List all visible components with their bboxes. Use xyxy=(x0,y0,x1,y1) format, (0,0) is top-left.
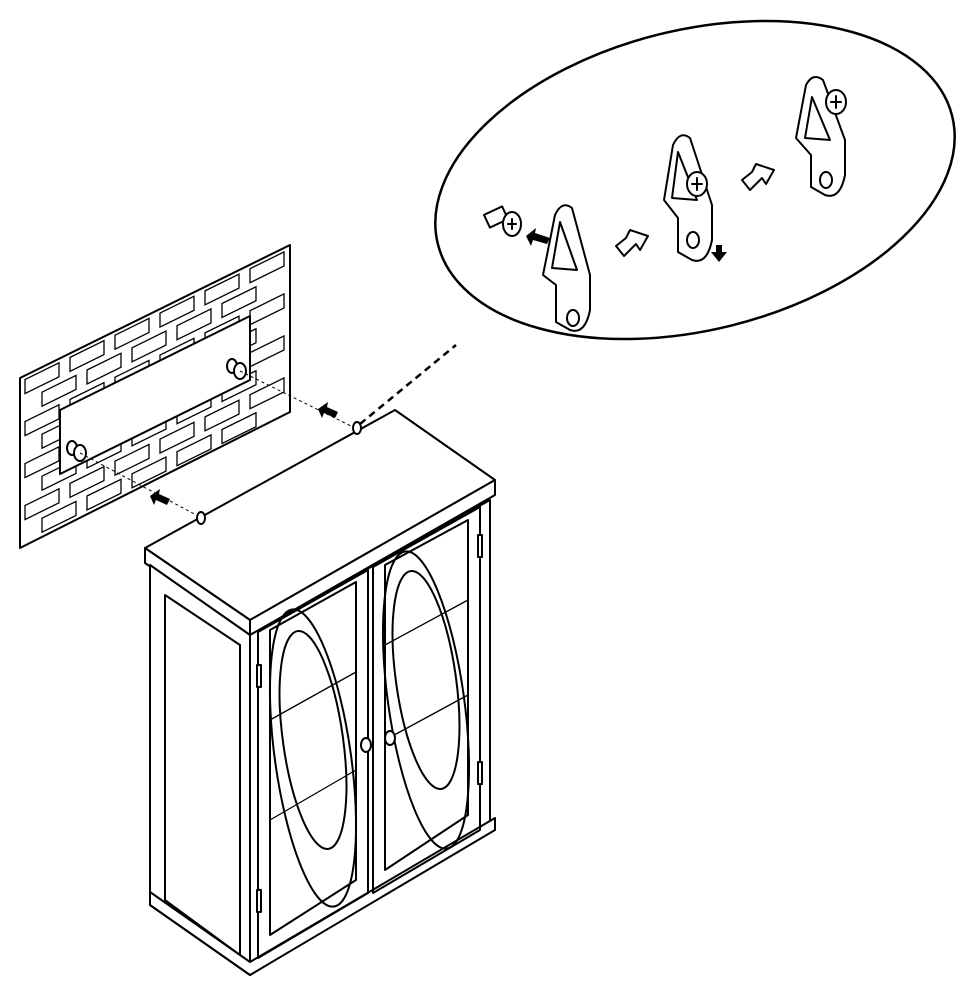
brick xyxy=(24,361,60,395)
cabinet-door-right xyxy=(372,506,481,894)
cabinet xyxy=(144,409,496,976)
brick xyxy=(249,250,285,284)
brick xyxy=(204,273,240,306)
door-glass-pattern xyxy=(268,550,471,908)
brick xyxy=(159,295,195,329)
hanger-bracket xyxy=(196,511,206,525)
wall-panel xyxy=(59,315,251,475)
wall-screw-right xyxy=(226,358,247,380)
push-arrow-icon xyxy=(150,402,338,505)
callout-leader xyxy=(359,344,457,425)
hollow-step-arrow-icon xyxy=(741,163,775,191)
brick xyxy=(114,443,150,477)
hanger-bracket xyxy=(352,421,362,435)
brick xyxy=(221,285,257,319)
cabinet-door-left xyxy=(257,569,369,959)
brick xyxy=(176,307,212,341)
brick xyxy=(41,500,77,534)
brick xyxy=(159,421,195,455)
brick xyxy=(221,411,257,445)
callout-detail xyxy=(434,19,956,341)
brick xyxy=(86,478,122,512)
brick xyxy=(131,330,167,363)
brick xyxy=(176,433,212,467)
door-knob-left xyxy=(360,737,372,753)
brick xyxy=(131,456,167,489)
brick-wall xyxy=(19,244,291,549)
brick xyxy=(41,374,77,408)
brick xyxy=(114,317,150,351)
hollow-step-arrow-icon xyxy=(615,229,649,257)
keyhole-hanger-bracket-icon xyxy=(795,75,847,197)
screw-icon xyxy=(482,205,522,237)
brick xyxy=(24,487,60,521)
keyhole-hanger-bracket-icon xyxy=(542,204,591,332)
brick xyxy=(86,352,122,386)
brick xyxy=(69,465,105,499)
keyhole-hanger-bracket-icon xyxy=(663,134,713,262)
brick xyxy=(69,339,105,373)
brick xyxy=(204,399,240,432)
brick xyxy=(249,376,285,410)
door-knob-right xyxy=(384,730,396,746)
